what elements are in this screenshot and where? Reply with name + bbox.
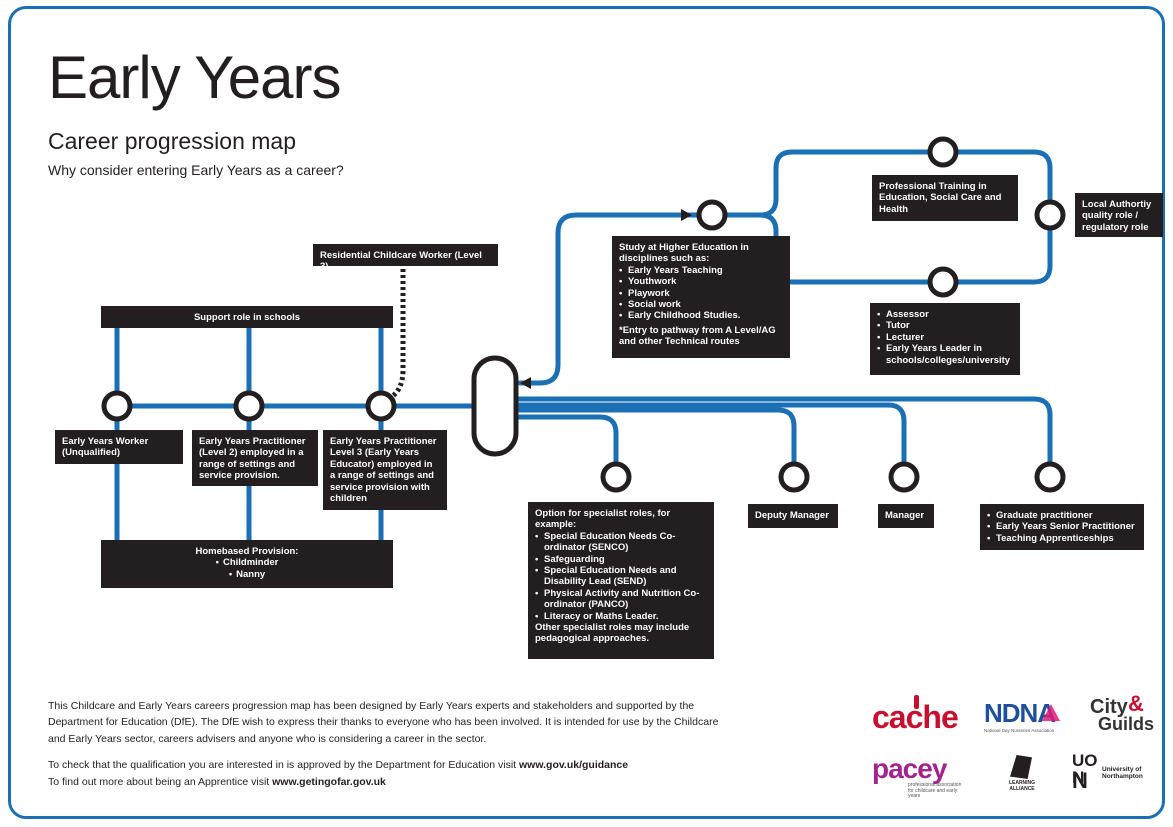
branch-manager [512, 402, 907, 480]
higher-ed-title: Study at Higher Education in disciplines… [619, 242, 749, 265]
box-deputy-manager: Deputy Manager [748, 504, 838, 528]
box-ey-worker: Early Years Worker (Unqualified) [55, 430, 183, 464]
ndna-logo: NDNA National Day Nurseries Association [984, 700, 1074, 740]
higher-ed-item: Early Years Teaching [619, 265, 783, 277]
station-deputy-manager [778, 461, 810, 493]
assessor-item: Early Years Leader in schools/colleges/u… [877, 343, 1013, 366]
specialist-item: Special Education Needs and Disability L… [535, 565, 707, 588]
uon-logo: UON N University of Northampton [1072, 751, 1143, 793]
higher-ed-item: Playwork [619, 288, 783, 300]
learning-alliance-logo: LEARNING ALLIANCE [1000, 755, 1050, 795]
box-manager: Manager [878, 504, 934, 528]
footer-description: This Childcare and Early Years careers p… [48, 700, 719, 745]
box-homebased: Homebased Provision: Childminder Nanny [101, 540, 393, 588]
box-specialist: Option for specialist roles, for example… [528, 502, 714, 659]
higher-ed-item: Youthwork [619, 276, 783, 288]
box-graduate: Graduate practitioner Early Years Senior… [980, 504, 1144, 550]
specialist-item: Literacy or Maths Leader. [535, 611, 707, 623]
residential-dotted-link [388, 263, 406, 401]
graduate-item: Graduate practitioner [987, 510, 1137, 522]
box-higher-education: Study at Higher Education in disciplines… [612, 236, 790, 358]
station-local-authority [1034, 199, 1066, 231]
city-guilds-logo: City & Guilds [1090, 691, 1155, 734]
branch-graduate [512, 396, 1053, 480]
station-ey-worker [101, 390, 133, 422]
page-frame [8, 6, 1165, 819]
box-residential: Residential Childcare Worker (Level 3) [313, 244, 498, 272]
station-professional-training [927, 136, 959, 168]
higher-ed-note: *Entry to pathway from A Level/AG and ot… [619, 324, 776, 348]
assessor-item: Lecturer [877, 332, 1013, 344]
page-question: Why consider entering Early Years as a c… [48, 162, 344, 178]
box-practitioner-l2: Early Years Practitioner (Level 2) emplo… [192, 430, 318, 486]
guidance-text: To check that the qualification you are … [48, 759, 520, 771]
branch-deputy [512, 407, 797, 480]
graduate-item: Teaching Apprenticeships [987, 533, 1137, 545]
specialist-title: Option for specialist roles, for example… [535, 508, 671, 531]
page-title: Early Years [48, 44, 342, 111]
station-graduate [1034, 461, 1066, 493]
specialist-item: Physical Activity and Nutrition Co-ordin… [535, 588, 707, 611]
higher-ed-item: Early Childhood Studies. [619, 310, 783, 322]
homebased-title: Homebased Provision: [195, 546, 299, 557]
footer-guidance-line: To check that the qualification you are … [48, 757, 728, 773]
guidance-link[interactable]: www.gov.uk/guidance [519, 759, 629, 771]
station-practitioner-l3 [365, 390, 397, 422]
box-local-authority: Local Authortiy quality role / regulator… [1075, 193, 1163, 237]
box-support-role: Support role in schools [101, 306, 393, 328]
footer-apprentice-line: To find out more about being an Apprenti… [48, 774, 728, 790]
box-assessor: Assessor Tutor Lecturer Early Years Lead… [870, 303, 1020, 375]
station-manager [888, 461, 920, 493]
higher-ed-route [517, 212, 715, 386]
cache-logo: cache [872, 695, 970, 735]
station-higher-ed [696, 199, 728, 231]
assessor-item: Assessor [877, 309, 1013, 321]
pacey-logo: pacey professional association for child… [872, 753, 962, 799]
graduate-item: Early Years Senior Practitioner [987, 521, 1137, 533]
box-practitioner-l3: Early Years Practitioner Level 3 (Early … [323, 430, 447, 510]
specialist-item: Special Education Needs Co-ordinator (SE… [535, 531, 707, 554]
branch-specialist [512, 414, 619, 480]
higher-ed-item: Social work [619, 299, 783, 311]
apprentice-link[interactable]: www.getingofar.gov.uk [272, 776, 386, 788]
assessor-item: Tutor [877, 320, 1013, 332]
station-assessor [927, 266, 959, 298]
specialist-item: Safeguarding [535, 554, 707, 566]
homebased-item: Nanny [108, 569, 386, 580]
arrow-higher-ed [681, 209, 692, 221]
apprentice-text: To find out more about being an Apprenti… [48, 776, 273, 788]
central-hub [471, 355, 519, 457]
box-professional-training: Professional Training in Education, Soci… [872, 175, 1018, 221]
station-practitioner-l2 [233, 390, 265, 422]
station-specialist [600, 461, 632, 493]
arrow-hub [520, 377, 531, 389]
page-subtitle: Career progression map [48, 128, 297, 154]
specialist-note: Other specialist roles may include pedag… [535, 621, 690, 645]
homebased-item: Childminder [108, 557, 386, 568]
